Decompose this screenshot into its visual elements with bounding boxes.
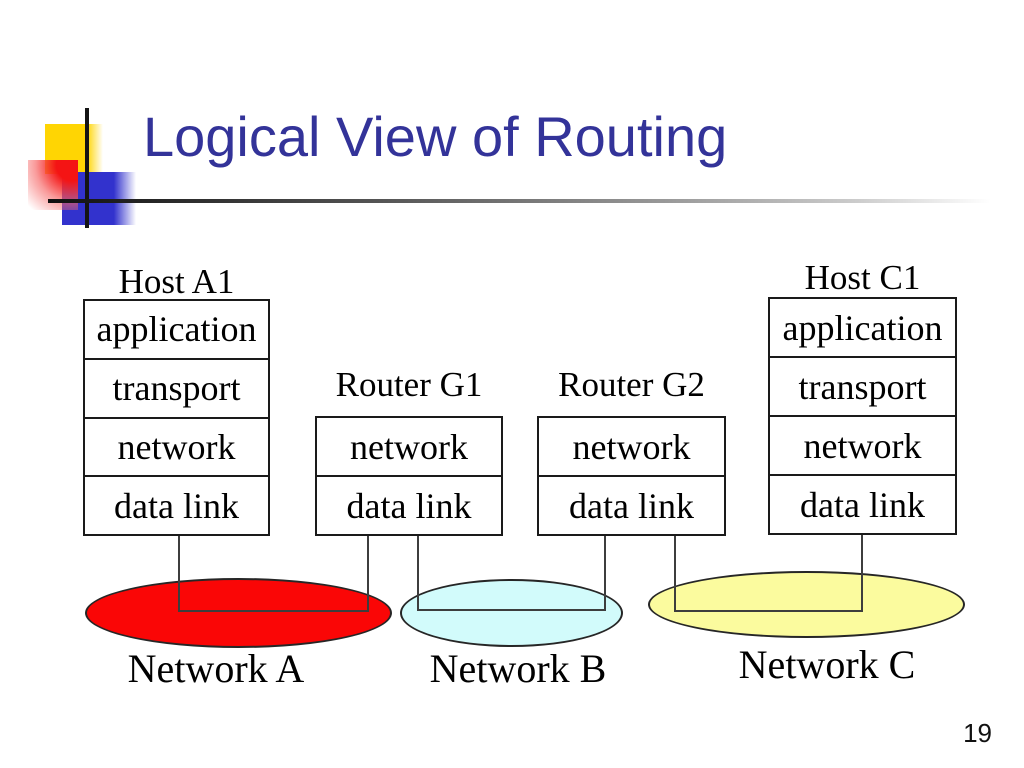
network-a-label: Network A xyxy=(127,646,305,691)
host-a1-label: Host A1 xyxy=(118,262,235,301)
network-b-ellipse xyxy=(400,579,623,647)
layer-cell-transport: transport xyxy=(770,356,955,415)
router-g1-stack: network data link xyxy=(315,416,503,536)
connector-hostc1-leg xyxy=(861,535,863,612)
connector-routerg1-leg2 xyxy=(417,536,419,611)
connector-network-c-bus xyxy=(674,610,863,612)
connector-network-a-bus xyxy=(178,610,369,612)
layer-cell-data-link: data link xyxy=(317,475,501,534)
network-c-ellipse xyxy=(648,571,965,638)
router-g2-stack: network data link xyxy=(537,416,726,536)
layer-cell-network: network xyxy=(572,426,691,467)
layer-cell-application: application xyxy=(782,307,943,348)
layer-cell-transport: transport xyxy=(85,357,268,417)
connector-routerg1-leg1 xyxy=(367,536,369,612)
connector-routerg2-leg1 xyxy=(604,536,606,611)
layer-cell-data-link: data link xyxy=(770,474,955,533)
network-c-label: Network C xyxy=(738,642,916,687)
layer-cell-data-link: data link xyxy=(85,475,268,534)
layer-cell-application: application xyxy=(96,309,257,350)
router-g1-label: Router G1 xyxy=(335,365,483,404)
router-g2-label: Router G2 xyxy=(558,365,705,404)
connector-routerg2-leg2 xyxy=(674,536,676,612)
slide-title: Logical View of Routing xyxy=(143,105,728,168)
layer-cell-network: network xyxy=(85,416,268,476)
page-number: 19 xyxy=(963,718,992,748)
layer-cell-network: network xyxy=(770,415,955,474)
connector-hosta1-leg xyxy=(178,536,180,612)
layer-cell-network: network xyxy=(350,426,468,467)
connector-network-b-bus xyxy=(417,609,606,611)
host-c1-label: Host C1 xyxy=(804,258,921,297)
network-a-ellipse xyxy=(85,578,392,648)
host-a1-stack: application transport network data link xyxy=(83,299,270,536)
decor-vertical-line xyxy=(85,108,89,228)
host-c1-stack: application transport network data link xyxy=(768,297,957,535)
layer-cell-data-link: data link xyxy=(539,475,724,534)
title-divider-rule xyxy=(48,199,1000,203)
network-b-label: Network B xyxy=(429,646,607,691)
